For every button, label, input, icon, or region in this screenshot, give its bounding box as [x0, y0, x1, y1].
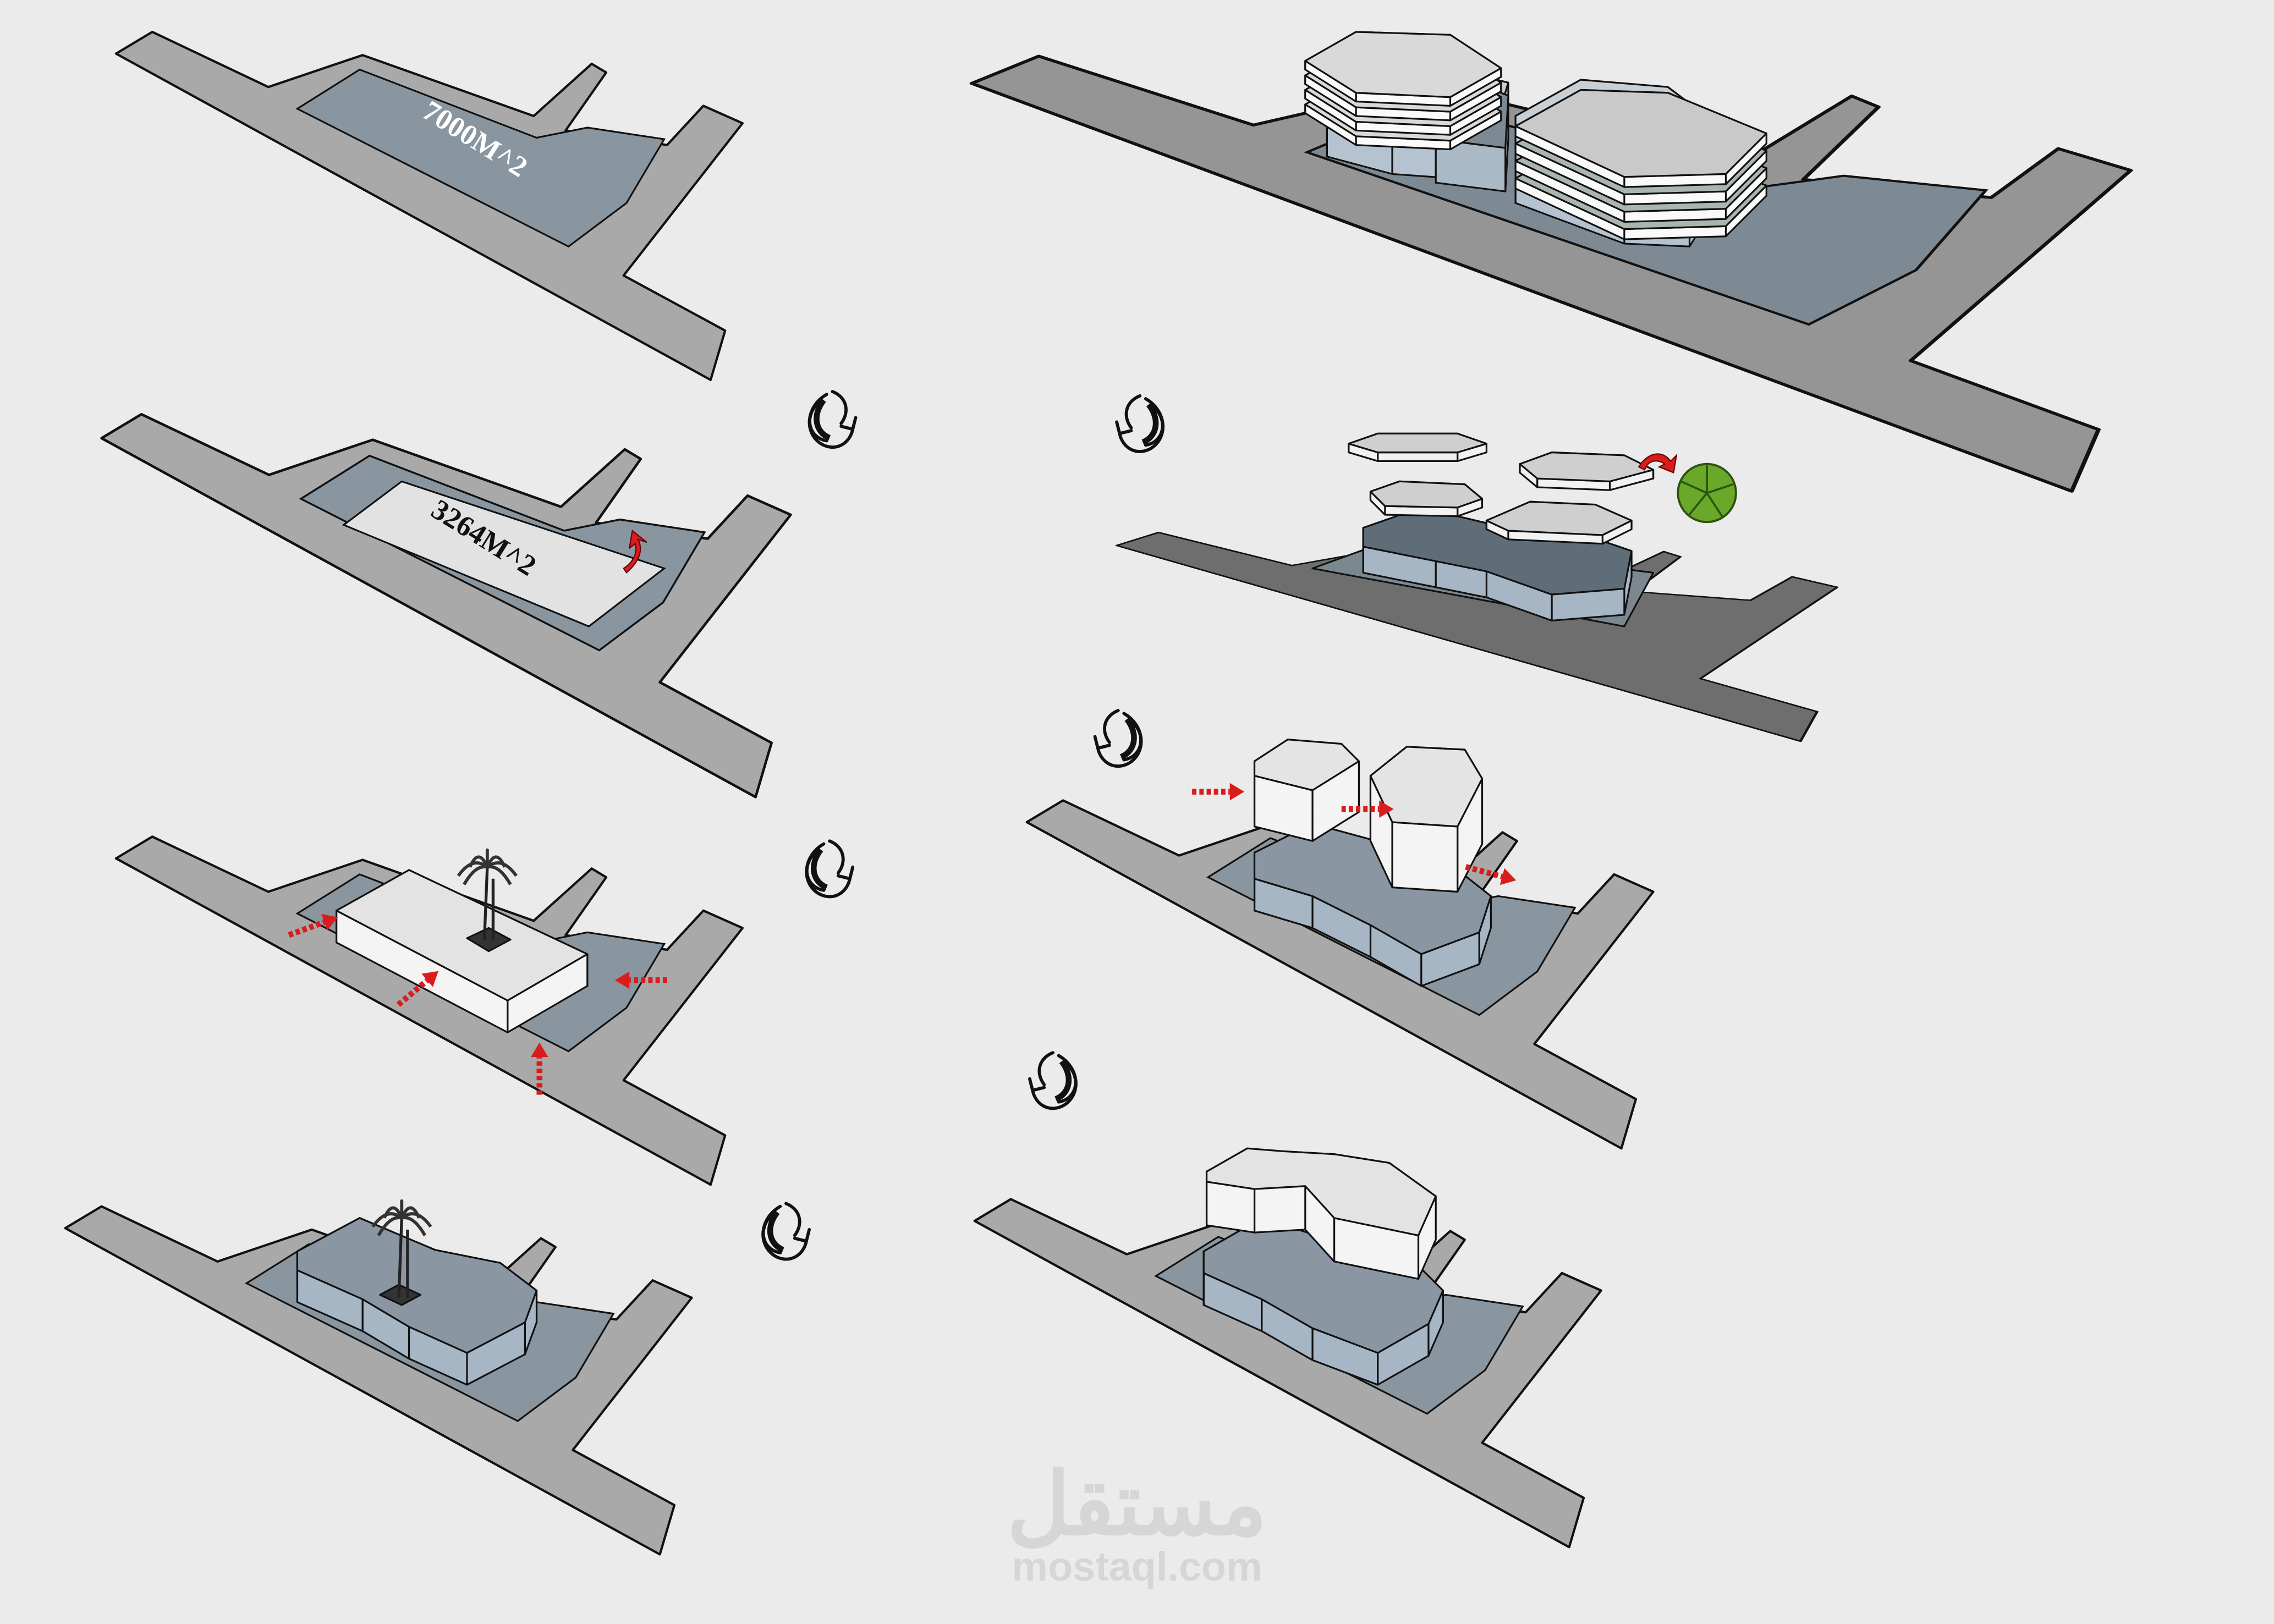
slab-volume [336, 848, 589, 1033]
panel-stacked-floors [1117, 432, 1837, 741]
floor-plate-top [1514, 89, 1767, 178]
bent-slab-top [1205, 1147, 1437, 1236]
bent-slab [1202, 1147, 1444, 1386]
red-arrow-icon [1192, 783, 1245, 801]
floor-plate-top [1369, 480, 1484, 509]
footprint-area [342, 480, 666, 627]
palm-tree-icon [457, 848, 518, 940]
podium-volume [296, 1199, 538, 1386]
panel-final [971, 31, 2130, 491]
panel-bent-slab [975, 1147, 1601, 1547]
volume-b-top [1369, 746, 1484, 828]
panel-site: 7000M^2 [116, 32, 743, 380]
red-arrow-icon [623, 530, 647, 574]
podium-top [296, 1217, 538, 1354]
volume-b-side [1391, 821, 1459, 893]
red-arrow-icon [530, 1042, 548, 1095]
tree-icon [1677, 463, 1737, 524]
bent-slab-side [1253, 1185, 1306, 1234]
road [102, 414, 791, 797]
volume-a-top [1253, 739, 1360, 791]
bent-slab-side [1205, 1181, 1256, 1234]
base-building-top [1362, 507, 1633, 596]
floor-plate-top [1304, 31, 1502, 98]
curved-arrow-icon [806, 841, 853, 896]
curved-arrow-icon [1030, 1053, 1076, 1108]
road [116, 32, 743, 380]
courtyard-void [466, 927, 512, 953]
curved-arrow-icon [1095, 711, 1141, 766]
panel-split-volumes [1027, 739, 1654, 1149]
floor-plates [1311, 432, 1655, 627]
watermark-latin: mostaql.com [1012, 1544, 1262, 1589]
panel-footprint: 3264M^2 [102, 414, 791, 797]
site-plot [295, 68, 666, 248]
curved-arrow-icon [1117, 396, 1163, 452]
floor-plate-top [1519, 452, 1655, 482]
split-volumes [1192, 739, 1517, 987]
palm-tree-icon [371, 1199, 432, 1298]
curved-arrow-icon [763, 1203, 809, 1259]
panel-podium [65, 1199, 692, 1555]
red-arrow-icon [1638, 453, 1678, 474]
floor-plate-top [1485, 500, 1633, 536]
watermark-arabic: مستقل [1007, 1456, 1267, 1553]
slab-top [336, 869, 589, 1001]
red-arrow-icon [614, 971, 667, 989]
panel-subtract [116, 836, 743, 1185]
curved-arrow-icon [809, 392, 855, 447]
podium-top [1253, 823, 1492, 955]
red-arrow-icon [1341, 800, 1394, 818]
floor-plate-top [1348, 432, 1487, 454]
floor-plate-side [1377, 452, 1459, 463]
final-building [1304, 31, 1767, 247]
